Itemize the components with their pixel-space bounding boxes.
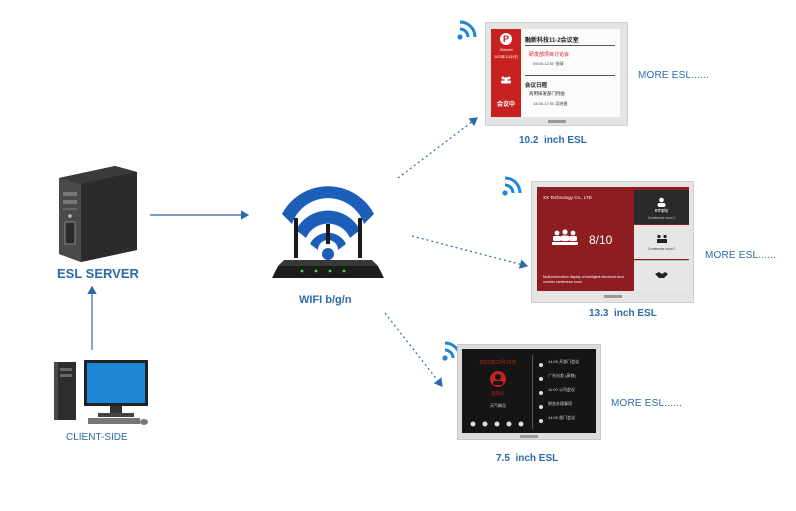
esl-10-2-title: 融新科技11-2会议室 — [525, 38, 579, 44]
esl-10-2-red-panel: P Zkhotel 2023年11月8日 会议中 — [491, 29, 521, 117]
client-label: CLIENT-SIDE — [66, 432, 128, 443]
esl-13-3-room-mid: Conference room 2 — [647, 247, 676, 251]
people-group-icon — [551, 229, 579, 247]
esl-7-5-date: 2022年03月18日 — [479, 360, 517, 366]
divider — [525, 45, 615, 46]
esl-7-5-more-label: MORE ESL...... — [611, 398, 683, 409]
esl-7-5-weather-title: 天气概况 — [490, 403, 506, 408]
logo-p-icon: P — [500, 33, 512, 45]
device-logo-badge — [604, 295, 622, 298]
user-icon — [657, 194, 666, 207]
wifi-router-icon — [272, 186, 384, 278]
esl-13-3-right-top: empty Conference room 1 — [634, 190, 689, 224]
wifi-label: WIFI b/g/n — [299, 294, 352, 306]
esl-10-2-item1-title: 研发部项目讨论会 — [529, 52, 570, 58]
esl-13-3-status: empty — [654, 208, 669, 214]
esl-7-5-size-label: 7.5 inch ESL — [496, 453, 559, 464]
esl-7-5-screen: 2022年03月18日 张晓光 天气概况 14:00 开部门会议 广东出差 (高… — [462, 349, 596, 433]
esl-7-5-name: 张晓光 — [491, 391, 505, 396]
esl-10-2-brand: Zkhotel — [499, 47, 513, 52]
esl-13-3-counter: 8/10 — [589, 233, 613, 247]
esl-10-2-item2-time: 14:00-17:00 吴晓霞 — [533, 101, 568, 106]
server-label: ESL SERVER — [57, 266, 139, 281]
device-logo-badge — [520, 435, 538, 438]
wifi-to-esl3-arrow — [384, 312, 443, 387]
schedule-icons — [538, 359, 544, 423]
esl-7-5-device: 2022年03月18日 张晓光 天气概况 14:00 开部门会议 广东出差 (高… — [457, 344, 601, 440]
esl-13-3-right-bottom — [634, 260, 689, 292]
esl-10-2-status: 会议中 — [496, 102, 515, 108]
handshake-icon — [655, 266, 668, 278]
people-icon — [500, 71, 512, 84]
vertical-divider — [532, 355, 533, 429]
esl-10-2-more-label: MORE ESL...... — [638, 70, 710, 81]
wifi-to-esl1-arrow — [397, 117, 478, 179]
device-logo-badge — [548, 120, 566, 123]
esl-10-2-device: P Zkhotel 2023年11月8日 会议中 融新科技11-2会议室 研发部… — [485, 22, 628, 126]
schedule-item: 14:00 部门会议 — [548, 415, 576, 420]
esl-10-2-size-label: 10.2 inch ESL — [519, 135, 587, 146]
wifi-to-esl2-arrow — [411, 235, 529, 269]
schedule-item: 广东出差 (高铁) — [548, 373, 576, 378]
schedule-item: 11:00 公司会议 — [548, 387, 575, 392]
divider — [525, 75, 615, 76]
client-computer-icon — [54, 360, 148, 425]
esl-10-2-item1-time: 09:00-12:00 张晴 — [533, 61, 564, 66]
esl-13-3-more-label: MORE ESL...... — [705, 250, 777, 261]
schedule-item: 14:00 开部门会议 — [548, 359, 580, 364]
esl-13-3-company: XX Technology Co., LTD — [543, 195, 592, 200]
esl-13-3-size-label: 13.3 inch ESL — [589, 308, 657, 319]
esl-13-3-device: XX Technology Co., LTD 8/10 Multi-inform… — [531, 181, 694, 303]
esl-13-3-right-mid: Conference room 2 — [634, 225, 689, 259]
wireless-signal-icon — [502, 176, 522, 196]
wireless-signal-icon — [457, 20, 477, 40]
esl-10-2-date: 2023年11月8日 — [494, 55, 518, 59]
esl-13-3-room-top: Conference room 1 — [647, 216, 676, 220]
weather-icons-row — [468, 415, 528, 427]
esl-10-2-item2-title: 商用研发部门例会 — [529, 91, 565, 96]
server-tower-icon — [59, 166, 137, 262]
esl-13-3-footer: Multi-information display of intelligent… — [543, 275, 625, 284]
esl-13-3-screen: XX Technology Co., LTD 8/10 Multi-inform… — [537, 187, 689, 292]
avatar-icon — [490, 371, 506, 387]
meeting-icon — [656, 231, 668, 243]
schedule-item: 财务办理事项 — [548, 401, 572, 406]
esl-10-2-section2: 会议日程 — [525, 83, 548, 89]
esl-10-2-screen: P Zkhotel 2023年11月8日 会议中 融新科技11-2会议室 研发部… — [491, 29, 620, 117]
